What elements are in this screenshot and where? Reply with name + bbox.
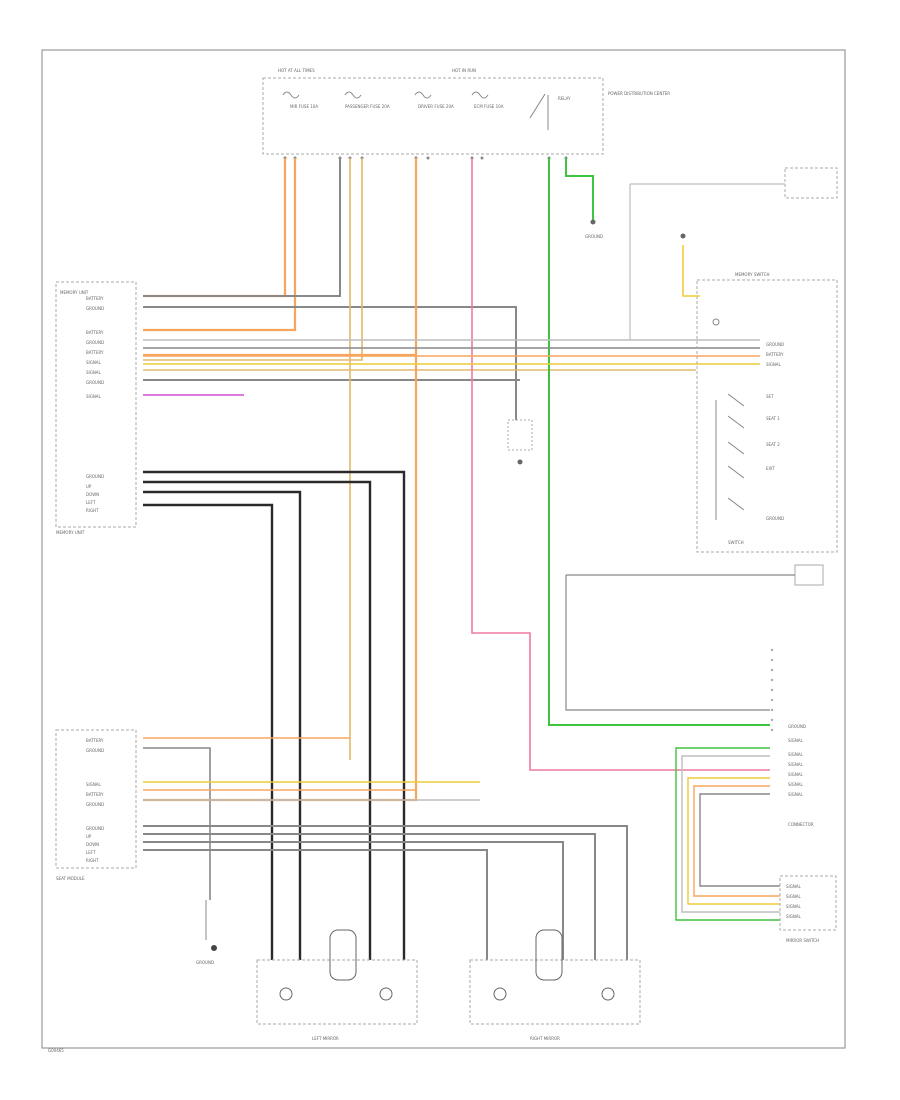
relay-label: RELAY bbox=[558, 96, 571, 101]
fuse-label: MIR FUSE 10A bbox=[290, 104, 318, 109]
memory-unit-footer: MEMORY UNIT bbox=[56, 530, 85, 535]
wire-pink bbox=[471, 158, 770, 771]
wire-bundle-right bbox=[675, 747, 780, 921]
fuse-label: DRIVER FUSE 20A bbox=[418, 104, 454, 109]
memory-switch: MEMORY SWITCH GROUND BATTERY SIGNAL SET … bbox=[680, 233, 838, 553]
pin-label: SEAT 1 bbox=[766, 416, 780, 421]
pin-label: SIGNAL bbox=[788, 762, 804, 767]
mirror-switch-label: MIRROR SWITCH bbox=[786, 938, 819, 943]
memory-unit: MEMORY UNIT BATTERY GROUND BATTERY GROUN… bbox=[55, 281, 137, 535]
wire-orange-2 bbox=[143, 158, 418, 802]
fuse-symbol: DRIVER FUSE 20A bbox=[414, 91, 454, 109]
pin-label: RIGHT bbox=[86, 858, 99, 863]
pin-label: SIGNAL bbox=[86, 370, 102, 375]
switch-connector bbox=[565, 564, 824, 711]
wire-bus-to-switch bbox=[143, 339, 760, 365]
power-distribution-box: HOT AT ALL TIMES HOT IN RUN POWER DISTRI… bbox=[262, 68, 670, 160]
wire-green bbox=[548, 158, 770, 726]
wire-orange-1 bbox=[143, 158, 297, 332]
ground-symbol: GROUND bbox=[196, 900, 217, 965]
pin-label: DOWN bbox=[86, 492, 99, 497]
pin-label: BATTERY bbox=[86, 738, 104, 743]
ground-label: GROUND bbox=[196, 960, 214, 965]
pin-label: GROUND bbox=[86, 802, 104, 807]
pin-label: GROUND bbox=[86, 474, 104, 479]
pin-label: GROUND bbox=[788, 724, 806, 729]
pin-label: LEFT bbox=[86, 500, 96, 505]
pin-label: SIGNAL bbox=[766, 362, 782, 367]
switch-top-box bbox=[784, 167, 838, 199]
right-mirror-label: RIGHT MIRROR bbox=[530, 1036, 560, 1041]
fuse-label: PASSENGER FUSE 20A bbox=[345, 104, 390, 109]
right-mirror: RIGHT MIRROR bbox=[469, 929, 641, 1041]
pin-label: SIGNAL bbox=[786, 914, 802, 919]
wire-grey-drive bbox=[143, 825, 628, 960]
diagram-frame bbox=[41, 49, 846, 1049]
pin-label: GROUND bbox=[766, 342, 784, 347]
memory-switch-title: MEMORY SWITCH bbox=[735, 272, 770, 277]
pin-label: GROUND bbox=[86, 380, 104, 385]
pin-label: BATTERY bbox=[86, 296, 104, 301]
relay-symbol: RELAY bbox=[529, 93, 571, 130]
fuse-label: ECM FUSE 10A bbox=[474, 104, 504, 109]
pin-label: SET bbox=[766, 394, 774, 399]
pin-label: SIGNAL bbox=[86, 782, 102, 787]
pdc-side-label: POWER DISTRIBUTION CENTER bbox=[608, 91, 670, 96]
hot-in-run-label: HOT IN RUN bbox=[452, 68, 476, 73]
pin-label: SIGNAL bbox=[788, 792, 804, 797]
pin-label: BATTERY bbox=[86, 350, 104, 355]
fuse-symbol: ECM FUSE 10A bbox=[471, 91, 504, 109]
pin-label: EXIT bbox=[766, 466, 775, 471]
wire-seat-module bbox=[143, 737, 480, 900]
pin-label: GROUND bbox=[86, 306, 104, 311]
connector-label: CONNECTOR bbox=[788, 822, 814, 827]
pin-label: SIGNAL bbox=[788, 752, 804, 757]
seat-module: BATTERY GROUND SIGNAL BATTERY GROUND GRO… bbox=[55, 729, 137, 881]
pin-label: BATTERY bbox=[766, 352, 784, 357]
pin-label: UP bbox=[86, 834, 92, 839]
wire-black-drive bbox=[143, 470, 406, 960]
pin-label: SEAT 2 bbox=[766, 442, 780, 447]
pin-label: GROUND bbox=[766, 516, 784, 521]
mirror-switch: SIGNAL SIGNAL SIGNAL SIGNAL MIRROR SWITC… bbox=[779, 875, 837, 943]
pin-label: GROUND bbox=[86, 340, 104, 345]
pin-label: SIGNAL bbox=[86, 360, 102, 365]
pin-label: SIGNAL bbox=[788, 738, 804, 743]
pin-label: GROUND bbox=[86, 748, 104, 753]
left-mirror-label: LEFT MIRROR bbox=[312, 1036, 339, 1041]
pin-label: SIGNAL bbox=[788, 782, 804, 787]
pin-label: BATTERY bbox=[86, 330, 104, 335]
pin-label: SIGNAL bbox=[788, 772, 804, 777]
ground-symbol: GROUND bbox=[585, 219, 603, 239]
diagram-code: G00465 bbox=[48, 1048, 64, 1053]
ground-label: GROUND bbox=[585, 234, 603, 239]
pin-label: SIGNAL bbox=[786, 884, 802, 889]
pin-label: SIGNAL bbox=[786, 904, 802, 909]
pin-label: SIGNAL bbox=[86, 394, 102, 399]
pin-label: DOWN bbox=[86, 842, 99, 847]
fuse-symbol: PASSENGER FUSE 20A bbox=[344, 91, 390, 109]
pin-label: SIGNAL bbox=[786, 894, 802, 899]
memory-switch-footer: SWITCH bbox=[728, 540, 744, 545]
wire-grey bbox=[143, 158, 520, 420]
hot-at-all-times-label: HOT AT ALL TIMES bbox=[278, 68, 315, 73]
pin-label: GROUND bbox=[86, 826, 104, 831]
memory-unit-title: MEMORY UNIT bbox=[60, 290, 89, 295]
wire-tan bbox=[143, 158, 696, 760]
left-mirror: LEFT MIRROR bbox=[256, 929, 418, 1041]
pin-label: BATTERY bbox=[86, 792, 104, 797]
fuse-symbol: MIR FUSE 10A bbox=[282, 91, 318, 109]
seat-module-footer: SEAT MODULE bbox=[56, 876, 85, 881]
pin-label: LEFT bbox=[86, 850, 96, 855]
pin-label: UP bbox=[86, 484, 92, 489]
ground-symbol bbox=[507, 419, 533, 465]
pin-label: RIGHT bbox=[86, 508, 99, 513]
connector-right: GROUND SIGNAL SIGNAL SIGNAL SIGNAL SIGNA… bbox=[770, 648, 814, 827]
